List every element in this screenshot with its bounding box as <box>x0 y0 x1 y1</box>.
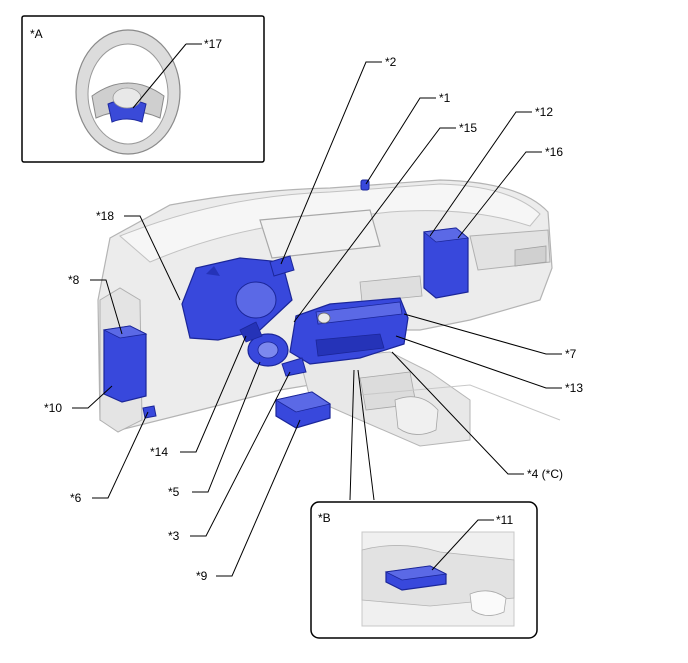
floor-line <box>359 384 561 421</box>
components <box>102 179 469 429</box>
leader-2 <box>280 61 382 265</box>
callout-1: *1 <box>439 91 451 105</box>
callout-17: *17 <box>204 37 222 51</box>
leader-b-left <box>349 369 355 501</box>
leader-6 <box>92 411 149 499</box>
component-3 <box>281 357 307 377</box>
leader-5 <box>192 361 261 493</box>
leader-11 <box>431 519 494 571</box>
callout-18: *18 <box>96 209 114 223</box>
callout-14: *14 <box>150 445 168 459</box>
inset-a: *A *17 <box>21 15 265 163</box>
callout-11: *11 <box>496 513 513 527</box>
callout-labels: *2 *1 *15 *12 *16 *18 *8 *10 *6 *14 *5 *… <box>44 55 583 583</box>
callout-6: *6 <box>70 491 82 505</box>
leader-b-right <box>357 369 375 501</box>
callout-12: *12 <box>535 105 553 119</box>
cup-holder <box>394 396 439 435</box>
leader-1 <box>365 97 436 185</box>
center-display <box>259 209 381 259</box>
inset-a-label: *A <box>30 27 43 41</box>
leader-17 <box>132 43 187 109</box>
inset-b: *B *11 <box>310 501 538 639</box>
leader-10 <box>72 385 113 409</box>
leader-3 <box>190 371 291 537</box>
callout-4: *4 (*C) <box>527 467 563 481</box>
callout-5: *5 <box>168 485 180 499</box>
callout-10: *10 <box>44 401 62 415</box>
leader-9 <box>216 419 301 577</box>
callout-15: *15 <box>459 121 477 135</box>
callout-8: *8 <box>68 273 80 287</box>
callout-2: *2 <box>385 55 397 69</box>
leader-12 <box>429 111 532 237</box>
callout-3: *3 <box>168 529 180 543</box>
leader-8 <box>90 279 123 335</box>
steering-wheel <box>75 29 181 155</box>
leader-4 <box>391 351 524 475</box>
inset-b-label: *B <box>318 511 331 525</box>
callout-9: *9 <box>196 569 208 583</box>
component-6 <box>142 405 157 419</box>
callout-7: *7 <box>565 347 577 361</box>
center-vent <box>359 275 423 303</box>
dash-top-pad <box>119 183 541 263</box>
component-7 <box>315 301 403 325</box>
leader-14 <box>180 335 247 453</box>
leader-16 <box>457 151 542 239</box>
callout-13: *13 <box>565 381 583 395</box>
inset-b-cup-holder <box>469 590 507 616</box>
leader-15 <box>293 127 456 323</box>
steering-hub <box>112 87 142 109</box>
component-15-knob <box>317 312 331 324</box>
leader-18 <box>124 215 181 301</box>
leader-lines <box>72 61 562 577</box>
leader-7 <box>403 313 562 355</box>
callout-16: *16 <box>545 145 563 159</box>
leader-13 <box>395 335 562 389</box>
right-vent <box>514 245 547 267</box>
